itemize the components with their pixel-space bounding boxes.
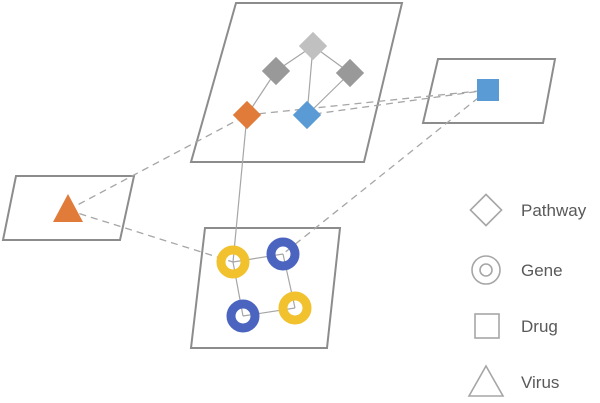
diamond-icon	[469, 193, 503, 227]
edge-drug-gene	[282, 89, 489, 255]
pathway-plane	[189, 1, 404, 163]
gene-node-yellow-bottom	[278, 291, 312, 325]
virus-node	[53, 194, 83, 222]
square-icon	[474, 313, 500, 339]
edge-orange-drug	[246, 89, 489, 116]
gene-node-navy-top	[266, 237, 300, 271]
triangle-icon	[467, 364, 505, 397]
legend-label-virus: Virus	[521, 373, 559, 392]
legend-label-drug: Drug	[521, 317, 558, 336]
ring-icon	[471, 255, 501, 285]
edge-pathway-right-blue	[306, 72, 351, 116]
edge-virus-orange	[67, 114, 248, 211]
legend-label-gene: Gene	[521, 261, 563, 280]
edge-orange-gene-link	[232, 114, 248, 263]
gene-node-navy-bottom	[226, 299, 260, 333]
gene-plane	[189, 227, 342, 349]
legend-label-pathway: Pathway	[521, 201, 587, 220]
drug-node	[477, 79, 499, 101]
edge-drug-blue	[306, 89, 489, 116]
legend: Pathway Gene Drug Virus	[467, 193, 587, 397]
edge-virus-gene	[67, 209, 234, 263]
gene-node-yellow-top	[216, 245, 250, 279]
